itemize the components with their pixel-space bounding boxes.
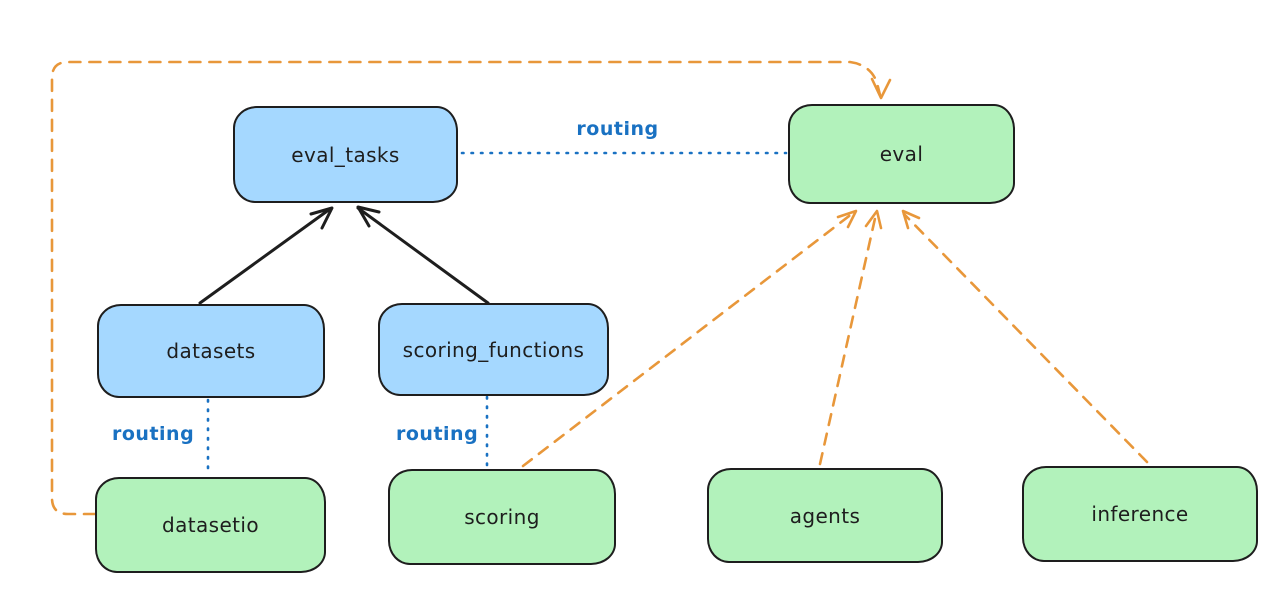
arrowhead-scoring-to-eval — [836, 209, 858, 229]
node-datasetio-label: datasetio — [161, 513, 259, 537]
routing-label-scoring-functions-scoring: routing — [396, 423, 479, 445]
node-agents-label: agents — [789, 503, 861, 528]
routing-label-datasets-datasetio: routing — [112, 423, 195, 445]
node-inference-label: inference — [1091, 502, 1189, 526]
edge-datasets-to-eval_tasks — [198, 206, 334, 305]
node-scoring-functions-label: scoring_functions — [402, 337, 585, 362]
edge-agents-to-eval — [818, 209, 883, 466]
node-datasetio: datasetio — [95, 477, 326, 573]
node-datasets: datasets — [97, 304, 325, 398]
node-scoring-functions: scoring_functions — [378, 303, 609, 396]
arrowhead-agents-to-eval — [864, 209, 883, 230]
arrowhead-scoring_functions-to-eval_tasks — [356, 205, 381, 228]
node-datasets-label: datasets — [166, 339, 256, 363]
node-scoring-label: scoring — [464, 505, 540, 529]
edge-scoring_functions-to-eval_tasks — [356, 205, 490, 305]
node-scoring: scoring — [388, 469, 616, 565]
node-eval-tasks-label: eval_tasks — [291, 142, 400, 167]
node-eval-tasks: eval_tasks — [233, 106, 458, 203]
edge-datasetio-to-eval — [50, 60, 892, 516]
node-eval-label: eval — [879, 142, 924, 166]
node-agents: agents — [707, 468, 943, 563]
edge-inference-to-eval — [901, 209, 1149, 464]
node-inference: inference — [1022, 466, 1258, 562]
routing-label-eval-tasks-eval: routing — [576, 118, 659, 140]
arrowhead-datasetio-to-eval — [870, 77, 892, 100]
node-eval: eval — [788, 104, 1015, 204]
arrowhead-inference-to-eval — [901, 209, 921, 230]
arrowhead-datasets-to-eval_tasks — [309, 206, 334, 230]
edge-scoring-to-eval — [521, 209, 858, 468]
